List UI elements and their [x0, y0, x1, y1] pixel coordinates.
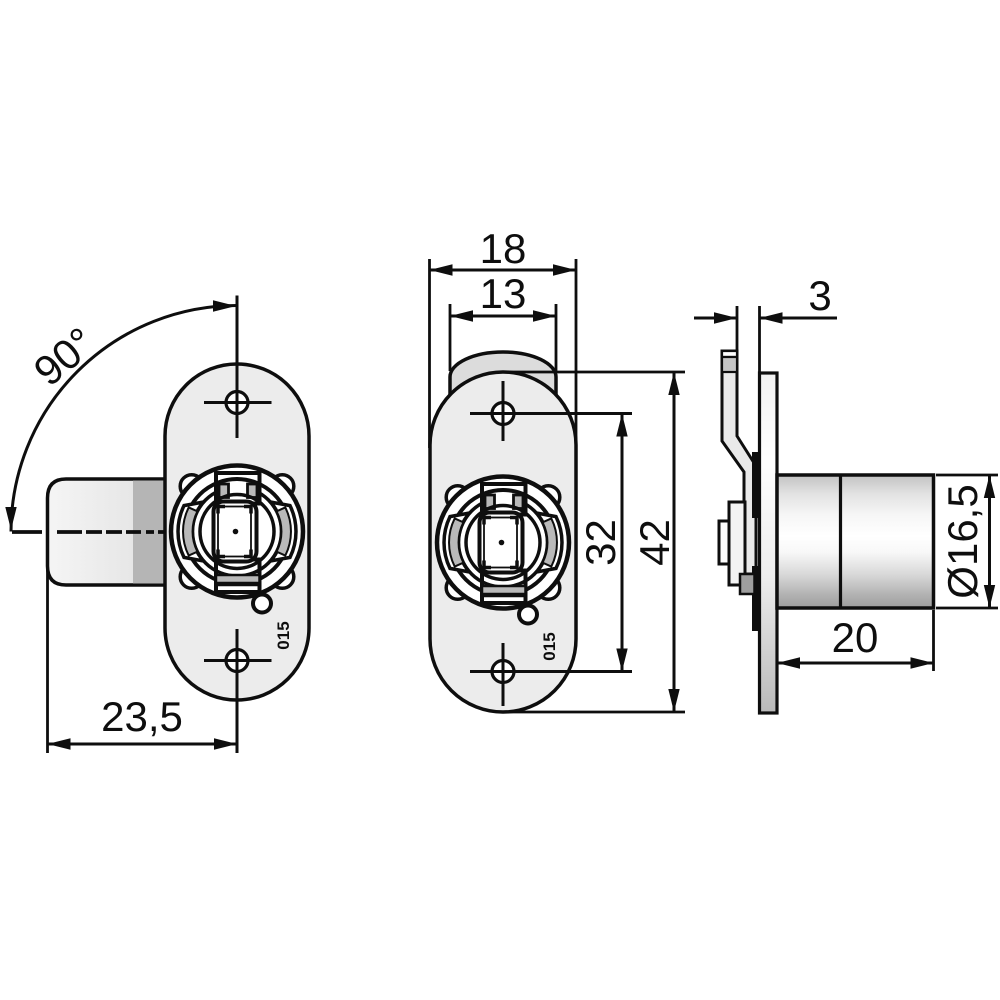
svg-text:Ø16,5: Ø16,5	[939, 484, 986, 598]
svg-text:13: 13	[480, 270, 527, 317]
svg-text:42: 42	[631, 519, 678, 566]
svg-text:20: 20	[832, 614, 879, 661]
svg-text:32: 32	[577, 519, 624, 566]
svg-text:18: 18	[480, 225, 527, 272]
svg-text:23,5: 23,5	[101, 693, 183, 740]
svg-text:3: 3	[808, 272, 831, 319]
svg-text:90°: 90°	[25, 318, 104, 395]
